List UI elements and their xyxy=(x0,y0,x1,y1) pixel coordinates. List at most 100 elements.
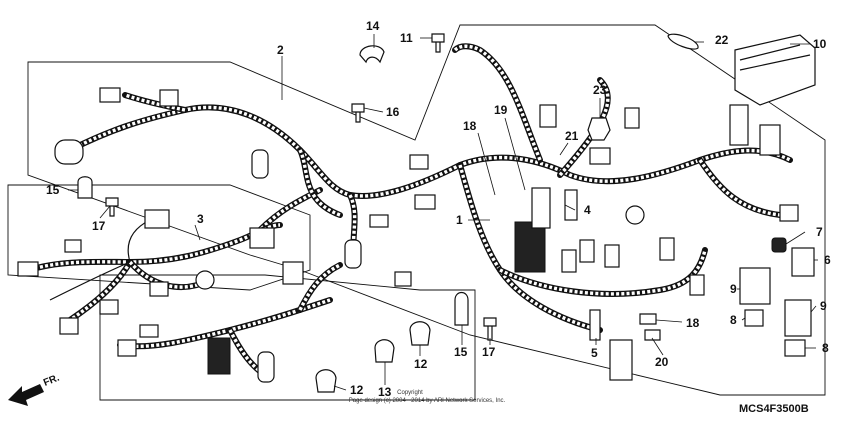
connector-small xyxy=(689,274,705,296)
callout-9b: 9 xyxy=(820,299,827,313)
grommet xyxy=(625,205,645,225)
connector-small xyxy=(99,87,121,103)
callout-14: 14 xyxy=(366,19,380,33)
connector-small xyxy=(64,239,82,253)
main-harness-parts xyxy=(54,87,799,381)
connector-small xyxy=(369,214,389,228)
callout-10: 10 xyxy=(813,37,827,51)
callout-20: 20 xyxy=(655,355,669,369)
callout-4: 4 xyxy=(584,203,591,217)
relay-6 xyxy=(791,247,815,277)
callout-9a: 9 xyxy=(730,282,737,296)
control-unit-10 xyxy=(734,34,816,106)
connector-small xyxy=(99,299,119,315)
connector-small xyxy=(779,204,799,222)
connector-block xyxy=(207,337,231,375)
callout-7: 7 xyxy=(816,225,823,239)
copyright-line-2: Page design (c) 2004 - 2014 by ARI Netwo… xyxy=(349,398,506,404)
connector-small xyxy=(539,104,557,128)
clamp-14 xyxy=(359,45,385,64)
clamp-13 xyxy=(374,339,395,363)
front-direction-arrow: FR. xyxy=(8,372,61,406)
clamp-15-upper xyxy=(77,176,93,199)
clamp-12b xyxy=(315,369,337,393)
connector-small xyxy=(59,317,79,335)
connector-small xyxy=(604,244,620,268)
relay-9b xyxy=(784,299,812,337)
connector-small xyxy=(589,147,611,165)
callout-8a: 8 xyxy=(730,313,737,327)
callout-17a: 17 xyxy=(92,219,106,233)
relay-7 xyxy=(771,237,787,253)
round-connector xyxy=(195,270,215,290)
connector-small xyxy=(414,194,436,210)
band-22 xyxy=(667,33,699,50)
callout-3: 3 xyxy=(197,212,204,226)
leader-lines xyxy=(68,34,818,391)
copyright-line-1: Copyright xyxy=(397,390,423,396)
inline-resistor xyxy=(344,239,362,269)
connector-small xyxy=(159,89,179,107)
callout-16: 16 xyxy=(386,105,400,119)
callout-23: 23 xyxy=(593,83,607,97)
callout-12b: 12 xyxy=(350,383,364,397)
connector-small xyxy=(409,154,429,170)
inline-resistor xyxy=(257,351,275,383)
grommet-23 xyxy=(587,117,611,141)
inline-resistor xyxy=(251,149,269,179)
connector-small xyxy=(561,249,577,273)
connector-small xyxy=(117,339,137,357)
plate-5 xyxy=(589,309,601,341)
clamp-12a xyxy=(409,321,431,346)
callout-11: 11 xyxy=(400,31,413,45)
diagram-code: MCS4F3500B xyxy=(739,403,809,415)
callout-17b: 17 xyxy=(482,345,496,359)
loose-parts xyxy=(77,33,816,393)
connector-small xyxy=(609,339,633,381)
clamp-15-lower xyxy=(454,291,469,326)
arrow-icon xyxy=(8,384,44,406)
connector-small xyxy=(624,107,640,129)
connector-small xyxy=(282,261,304,285)
callout-18b: 18 xyxy=(686,316,700,330)
lower-harness xyxy=(117,262,343,383)
callout-12a: 12 xyxy=(414,357,428,371)
bolt-17-lower xyxy=(483,317,497,341)
bolt-17-upper xyxy=(105,197,119,217)
sub-harness xyxy=(17,209,304,335)
callout-19: 19 xyxy=(494,103,508,117)
callout-18a: 18 xyxy=(463,119,477,133)
bolt-16 xyxy=(351,103,365,123)
callout-15b: 15 xyxy=(454,345,468,359)
connector-small xyxy=(394,271,412,287)
clip-20 xyxy=(644,329,661,341)
relay-8a xyxy=(744,309,764,327)
relay-9a xyxy=(739,267,771,305)
connector-small xyxy=(579,239,595,263)
connector-small xyxy=(144,209,170,229)
relay-8b xyxy=(784,339,806,357)
frame-sub-harness xyxy=(7,184,311,291)
callout-5: 5 xyxy=(591,346,598,360)
callout-8b: 8 xyxy=(822,341,829,355)
connector-left-round xyxy=(54,139,84,165)
connector-small xyxy=(531,187,551,229)
callout-1: 1 xyxy=(456,213,463,227)
connector-small xyxy=(149,281,169,297)
front-label: FR. xyxy=(42,372,61,388)
connector-small xyxy=(139,324,159,338)
callout-6: 6 xyxy=(824,253,831,267)
callout-2: 2 xyxy=(277,43,284,57)
frame-main-harness xyxy=(27,24,826,396)
bolt-11 xyxy=(431,33,445,53)
connector-block xyxy=(514,221,546,273)
callout-13: 13 xyxy=(378,385,392,399)
connector-small xyxy=(17,261,39,277)
cover-plate xyxy=(564,189,578,221)
connector-small xyxy=(249,227,275,249)
connector-small xyxy=(729,104,749,146)
callouts: 1 2 3 4 5 6 7 8 8 9 9 10 11 12 12 13 14 … xyxy=(46,19,831,399)
connector-small xyxy=(759,124,781,156)
connector-small xyxy=(659,237,675,261)
